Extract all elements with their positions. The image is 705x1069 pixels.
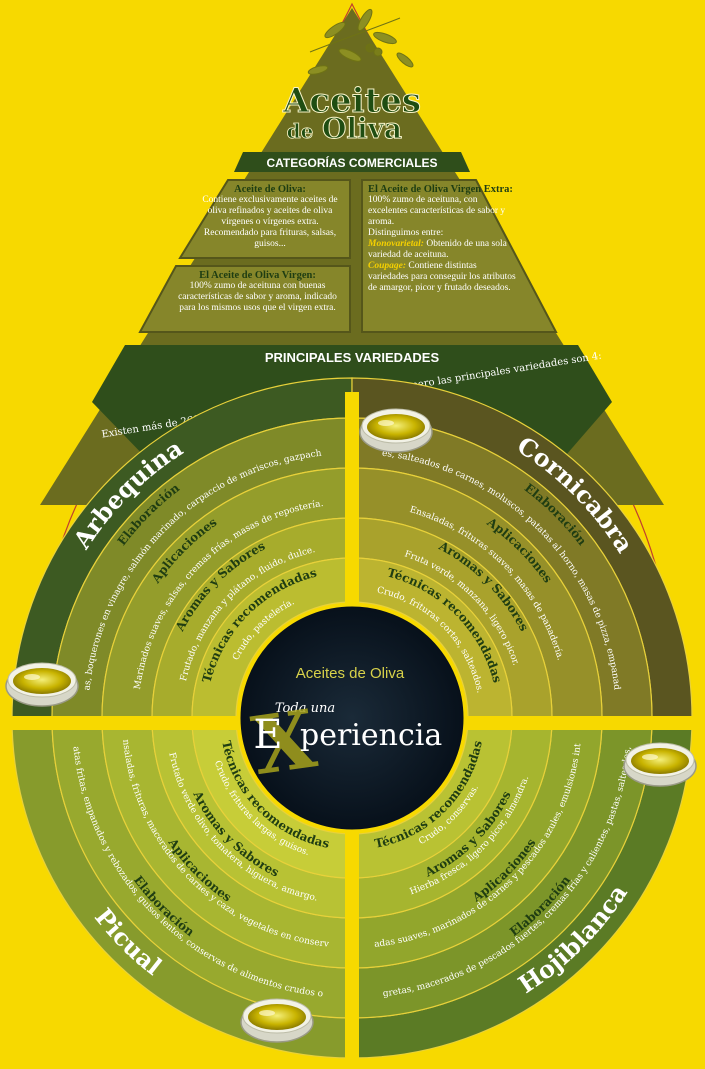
oil-bowls (5, 408, 697, 1043)
oil-bowl-icon (359, 408, 433, 453)
title-line2: Oliva (322, 112, 402, 145)
box-aceite-oliva: Aceite de Oliva: Contiene exclusivamente… (196, 184, 344, 250)
box-virgen-extra-coupage: Coupage: Contiene distintas variedades p… (368, 261, 516, 294)
categorias-header-band (234, 152, 470, 172)
oil-bowl-icon (623, 742, 697, 787)
center-line1: Aceites de Oliva (296, 665, 405, 682)
olive-branch-icon (307, 8, 414, 75)
box-virgen-extra: El Aceite de Oliva Virgen Extra: 100% zu… (368, 184, 516, 294)
box-virgen-bg (138, 265, 351, 333)
box-aceite-oliva-text: Contiene exclusivamente aceites de oliva… (202, 195, 338, 249)
box-virgen-extra-title: El Aceite de Oliva Virgen Extra: (368, 184, 513, 195)
mono-label: Monovarietal: (368, 239, 424, 249)
variedades-header: PRINCIPALES VARIEDADES (265, 350, 440, 365)
box-virgen: El Aceite de Oliva Virgen: 100% zumo de … (170, 270, 345, 314)
center-line3-e: E (253, 712, 282, 758)
coupage-text: Contiene distintas variedades para conse… (368, 261, 516, 293)
box-virgen-title: El Aceite de Oliva Virgen: (199, 270, 316, 281)
oil-bowl-icon (240, 998, 314, 1043)
categorias-header: CATEGORÍAS COMERCIALES (266, 155, 437, 170)
box-virgen-extra-mono: Monovarietal: Obtenido de una sola varie… (368, 239, 516, 261)
center-circle (237, 603, 467, 833)
title-line1: Aceites (282, 81, 421, 121)
center-line3-rest: periencia (300, 718, 442, 753)
coupage-label: Coupage: (368, 261, 406, 271)
box-virgen-extra-bg (361, 179, 558, 333)
box-aceite-oliva-bg (178, 179, 351, 259)
title-line2-prefix: de (287, 119, 314, 143)
box-virgen-text: 100% zumo de aceituna con buenas caracte… (178, 281, 337, 313)
box-virgen-extra-intro: Distinguimos entre: (368, 228, 444, 238)
center-accent-x: X (247, 691, 322, 793)
box-aceite-oliva-title: Aceite de Oliva: (234, 184, 306, 195)
oil-bowl-icon (5, 662, 79, 707)
center-line2: Toda una (275, 701, 335, 716)
mono-text: Obtenido de una sola variedad de aceitun… (368, 239, 507, 260)
box-virgen-extra-text: 100% zumo de aceituna, con excelentes ca… (368, 195, 506, 227)
